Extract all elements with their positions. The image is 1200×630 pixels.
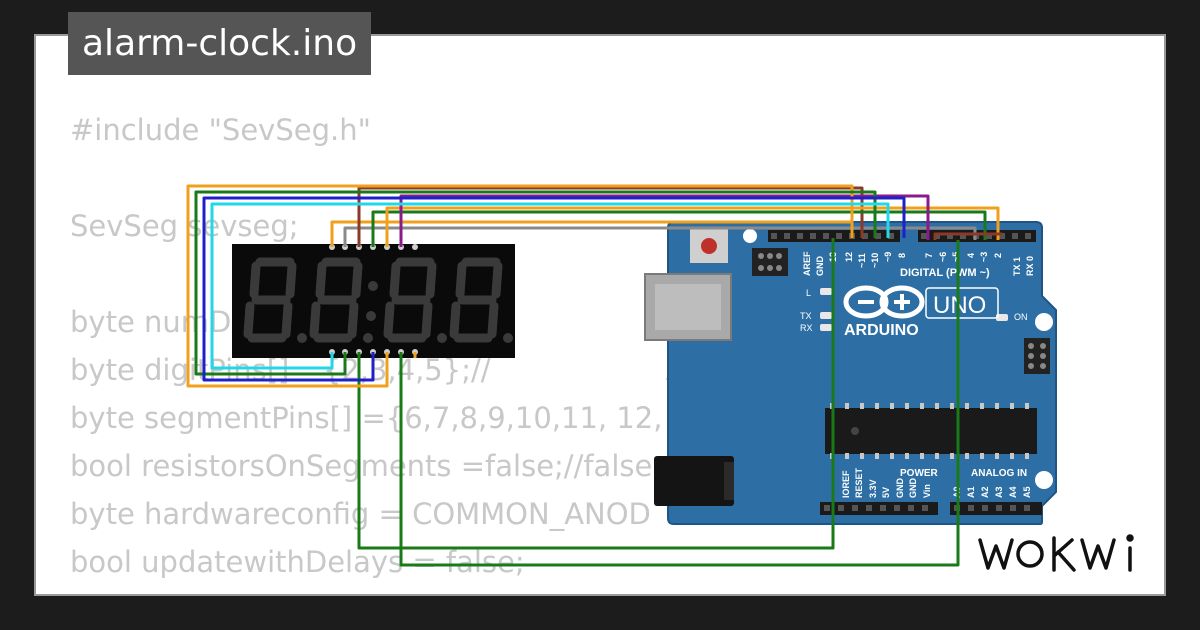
pin-label-6: ~6 — [938, 252, 948, 262]
arduino-uno-board[interactable]: AREF GND 13 12 ~11 ~10 ~9 8 7 ~6 ~5 4 ~3… — [644, 221, 1057, 525]
pin-label-7: 7 — [924, 253, 934, 258]
pin-label-a3: A3 — [994, 486, 1004, 498]
display-segment — [243, 301, 255, 339]
pin-label-tx1: TX 1 — [1012, 257, 1022, 276]
code-line: bool updatewithDelays = false; — [70, 545, 525, 579]
dc-power-jack-end — [724, 462, 734, 500]
pin-label-2: 2 — [993, 253, 1003, 258]
display-segment — [487, 301, 499, 339]
pin-label-12: 12 — [844, 252, 854, 262]
display-segment — [491, 261, 503, 299]
led-label-on: ON — [1014, 312, 1028, 322]
wire-orange-top-2[interactable] — [385, 206, 1000, 247]
display-decimal-point — [363, 333, 373, 343]
code-line: SevSeg sevseg; — [70, 209, 299, 243]
pin-label-3v3: 3.3V — [868, 479, 878, 498]
display-colon-dot — [368, 281, 378, 291]
pin-label-4: 4 — [966, 253, 976, 258]
filename-tab: alarm-clock.ino — [68, 12, 372, 75]
display-segment — [281, 301, 293, 339]
wire-blue-loop[interactable] — [202, 196, 906, 382]
power-header-label: POWER — [900, 468, 939, 479]
display-segment — [285, 261, 297, 299]
uno-model: UNO — [933, 292, 986, 319]
icsp2-header — [1024, 338, 1050, 374]
pin-label-10: ~10 — [870, 253, 880, 268]
pin-label-a4: A4 — [1008, 486, 1018, 498]
code-line: #include "SevSeg.h" — [70, 113, 371, 147]
pin-label-9: ~9 — [883, 252, 893, 262]
pin-label-gnd1: GND — [895, 478, 905, 499]
bottom-pin-sockets — [824, 505, 1030, 511]
wire-orange-loop[interactable] — [186, 184, 854, 388]
pin-label-gnd2: GND — [908, 478, 918, 499]
usb-connector-inner — [655, 284, 721, 330]
seven-segment-display[interactable] — [232, 244, 515, 358]
power-header — [820, 502, 938, 515]
display-digits — [243, 257, 513, 343]
display-colon-dot — [366, 311, 376, 321]
display-segment — [389, 261, 401, 299]
arduino-logo — [843, 285, 925, 319]
wire-purple-top[interactable] — [399, 194, 930, 247]
mounting-hole — [1035, 471, 1053, 489]
pin-label-rx0: RX 0 — [1025, 256, 1035, 276]
display-decimal-point — [297, 333, 307, 343]
display-segment — [449, 301, 461, 339]
analog-header-label: ANALOG IN — [971, 468, 1027, 479]
display-segment — [425, 261, 437, 299]
pin-label-a2: A2 — [980, 486, 990, 498]
pin-label-gnd: GND — [815, 256, 825, 277]
mounting-hole — [743, 229, 757, 243]
display-segment — [351, 261, 363, 299]
led-label-tx: TX — [800, 311, 812, 321]
led-label-l: L — [806, 288, 811, 298]
icsp-header — [752, 248, 788, 276]
code-line: byte hardwareconfig = COMMON_ANOD — [70, 497, 651, 531]
wokwi-logo — [978, 534, 1134, 572]
digital-header-label: DIGITAL (PWM ~) — [900, 267, 990, 279]
pin-label-8: 8 — [897, 253, 907, 258]
display-decimal-point — [437, 333, 447, 343]
pin-label-a1: A1 — [966, 486, 976, 498]
uno-model-box — [925, 287, 999, 319]
wire-green-bottom-1[interactable] — [357, 238, 835, 550]
mounting-hole — [1035, 313, 1053, 331]
pin-label-vin: Vin — [922, 484, 932, 498]
wires — [186, 184, 1002, 567]
display-segment — [309, 301, 321, 339]
led-label-rx: RX — [800, 323, 813, 333]
atmega-chip — [825, 408, 1037, 454]
wire-green-loop[interactable] — [194, 190, 877, 376]
arduino-brand: ARDUINO — [844, 322, 919, 339]
wire-green-top[interactable] — [371, 210, 987, 247]
display-segment — [421, 301, 433, 339]
pin-label-11: ~11 — [857, 253, 867, 268]
pin-label-5v: 5V — [881, 487, 891, 498]
display-segment — [315, 261, 327, 299]
display-segment — [249, 261, 261, 299]
wire-cyan-loop[interactable] — [210, 202, 890, 370]
wire-brown-right[interactable] — [933, 232, 1002, 240]
pin-label-a5: A5 — [1022, 486, 1032, 498]
pin-label-reset: RESET — [854, 467, 864, 498]
chip-notch — [851, 427, 859, 435]
reset-button[interactable] — [701, 238, 717, 254]
pin-label-5: ~5 — [951, 252, 961, 262]
display-segment — [383, 301, 395, 339]
wire-green-bottom-2[interactable] — [399, 240, 960, 567]
pin-label-aref: AREF — [802, 251, 812, 276]
display-decimal-point — [503, 333, 513, 343]
pin-label-ioref: IOREF — [841, 470, 851, 498]
dc-power-jack — [654, 456, 734, 506]
pin-label-3: ~3 — [979, 252, 989, 262]
display-segment — [347, 301, 359, 339]
display-segment — [455, 261, 467, 299]
status-leds: L TX RX ON — [800, 288, 1028, 333]
